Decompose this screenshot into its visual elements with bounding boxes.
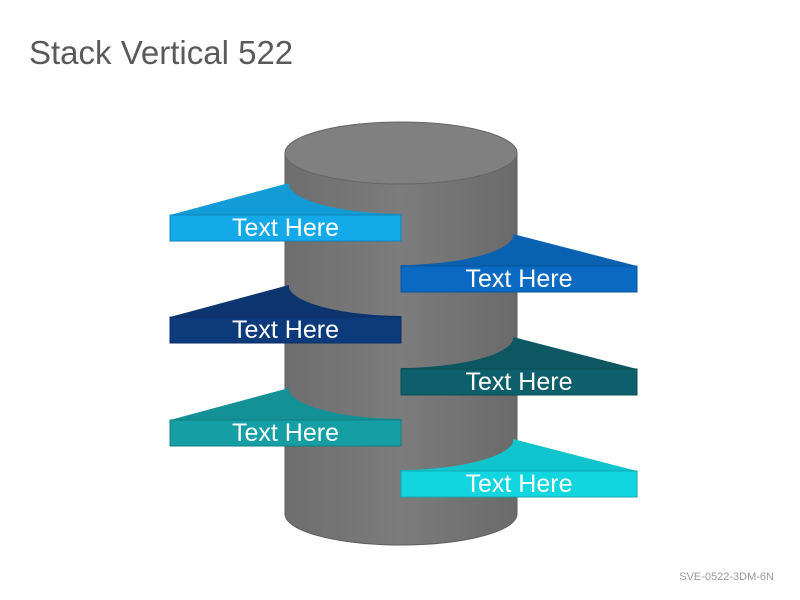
tier-2: Text Here	[400, 234, 638, 293]
tier-6: Text Here	[400, 439, 638, 498]
tier-panel-1	[169, 214, 402, 242]
tier-band-1	[170, 183, 401, 215]
tier-5: Text Here	[169, 388, 402, 447]
cylinder-top	[284, 121, 518, 185]
tier-band-2	[401, 234, 637, 266]
cylinder-body	[284, 152, 518, 546]
tier-3: Text Here	[169, 285, 402, 344]
tier-band-3	[170, 285, 401, 317]
tier-band-4	[401, 337, 637, 369]
tier-label-6[interactable]: Text Here	[466, 470, 573, 498]
slide-code: SVE-0522-3DM-6N	[679, 571, 774, 583]
tier-label-4[interactable]: Text Here	[466, 368, 573, 396]
tier-panel-2	[400, 265, 638, 293]
tier-band-6	[401, 439, 637, 471]
tier-panel-4	[400, 368, 638, 396]
tier-label-5[interactable]: Text Here	[232, 419, 339, 447]
tier-panel-6	[400, 470, 638, 498]
tier-label-2[interactable]: Text Here	[466, 265, 573, 293]
page-title: Stack Vertical 522	[29, 34, 294, 71]
tier-band-5	[170, 388, 401, 420]
tier-panel-3	[169, 316, 402, 344]
tier-4: Text Here	[400, 337, 638, 396]
tier-panel-5	[169, 419, 402, 447]
tier-label-1[interactable]: Text Here	[232, 214, 339, 242]
tier-1: Text Here	[169, 183, 402, 242]
tier-label-3[interactable]: Text Here	[232, 316, 339, 344]
